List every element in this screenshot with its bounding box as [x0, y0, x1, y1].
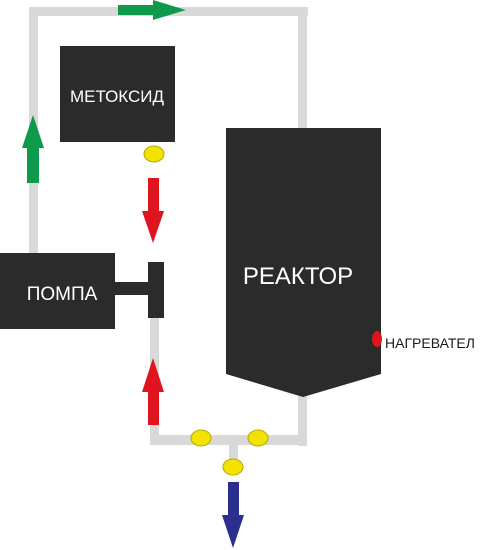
pump-label: ПОМПА	[27, 284, 98, 305]
valve-bottom-right-icon[interactable]	[247, 429, 269, 447]
pump-body	[0, 253, 115, 329]
metoxide-tank[interactable]: МЕТОКСИД	[60, 46, 175, 142]
flow-arrows	[22, 0, 244, 548]
pump-coupling	[148, 262, 164, 318]
valve-drain-icon[interactable]	[222, 458, 244, 476]
reactor[interactable]: РЕАКТОР	[226, 128, 381, 397]
reactor-body	[226, 128, 381, 397]
arrow-drain-icon	[222, 482, 244, 548]
metoxide-block	[60, 46, 175, 142]
pump[interactable]: ПОМПА	[0, 253, 164, 329]
valve-bottom-left-icon[interactable]	[190, 429, 212, 447]
heater-dot-icon	[372, 331, 382, 347]
arrow-up-icon	[22, 115, 44, 183]
pipe-reactor-outlet	[298, 392, 307, 446]
arrow-right-icon	[118, 0, 186, 20]
arrow-up-return-icon	[142, 358, 164, 425]
pipe-bottom	[150, 435, 307, 445]
valve-metoxide-icon[interactable]	[143, 145, 165, 163]
pipe-drain	[229, 435, 238, 475]
reactor-label: РЕАКТОР	[243, 263, 353, 290]
valves[interactable]	[143, 145, 269, 476]
arrow-down-icon	[142, 178, 164, 243]
pump-shaft	[112, 282, 152, 295]
heater-label: НАГРЕВАТЕЛ	[385, 335, 475, 351]
pipe-right-vertical	[298, 7, 307, 129]
metoxide-label: МЕТОКСИД	[70, 87, 165, 106]
heater: НАГРЕВАТЕЛ	[372, 331, 475, 351]
